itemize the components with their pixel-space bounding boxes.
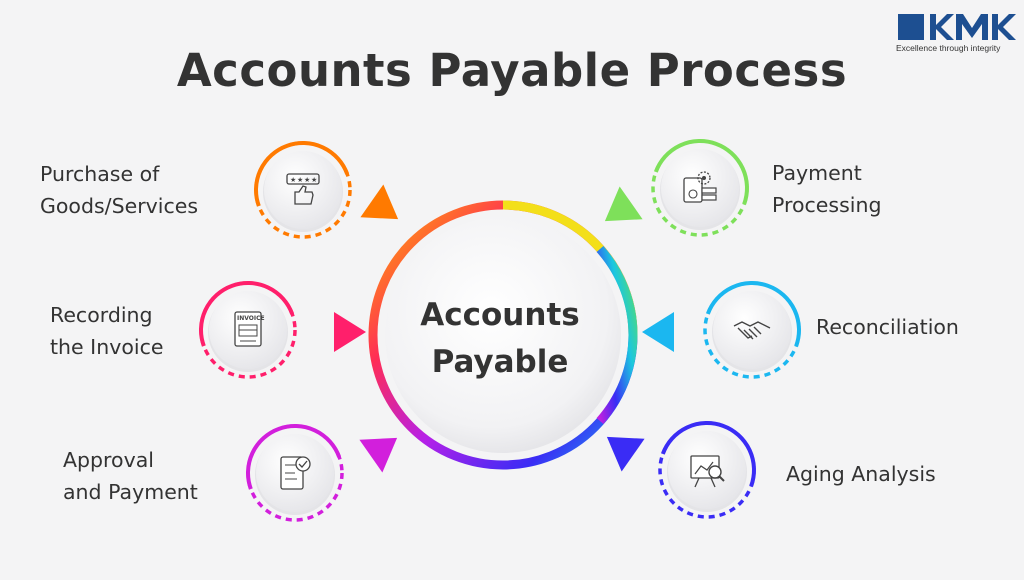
center-node [368,200,638,470]
step-label-line2: and Payment [63,480,198,504]
step-node-3 [246,424,344,522]
step-node-2: INVOICE [199,281,297,379]
center-disc [385,217,621,453]
svg-text:★: ★ [297,176,303,184]
logo-m [956,14,988,40]
approved-receipt-icon [280,456,311,490]
step-arrow-2 [334,312,366,352]
logo-square [898,14,924,40]
logo-k-left [930,14,954,40]
kmk-logo [898,14,1016,40]
step-arrow-4 [604,186,643,222]
svg-text:★: ★ [304,176,310,184]
arrow-icon [360,184,399,220]
step-label-line2: Processing [772,193,882,217]
step-label-line1: Approval [63,448,154,472]
logo-k-right [992,14,1016,40]
arrow-icon [642,312,674,352]
step-label-line1: Reconciliation [816,315,959,339]
svg-text:★: ★ [311,176,317,184]
step-label-line1: Aging Analysis [786,462,936,486]
svg-text:★: ★ [290,176,296,184]
step-label-aging: Aging Analysis [786,458,936,490]
thumbs-up-rating-icon: ★★★★ [286,173,320,205]
step-ring-solid [660,421,756,487]
step-ring-solid [246,424,342,490]
step-arrow-1 [360,184,399,220]
arrow-icon [606,436,645,472]
arrow-icon [604,186,643,222]
step-label-line2: Goods/Services [40,194,199,218]
step-disc [264,151,342,229]
step-arrow-3 [359,437,398,473]
step-label-line1: Purchase of [40,162,160,186]
step-node-4 [651,139,749,237]
step-label-reconciliation: Reconciliation [816,311,959,343]
step-node-6 [658,421,756,519]
arrow-icon [334,312,366,352]
center-ring-right-arc [596,246,638,424]
arrow-icon [359,437,398,473]
step-label-payment-processing: Payment Processing [772,157,881,221]
step-disc [713,291,791,369]
step-ring-solid [254,141,350,207]
step-nodes: ★★★★INVOICE [199,139,801,522]
step-node-1: ★★★★ [254,141,352,239]
step-ring-solid [653,139,749,205]
step-ring-solid [199,281,295,347]
step-arrow-6 [606,436,645,472]
payment-gear-icon [683,171,717,203]
step-label-line1: Payment [772,161,862,185]
step-label-approval: Approval and Payment [63,444,198,508]
handshake-icon [733,321,771,340]
step-label-purchase: Purchase of Goods/Services [40,158,198,222]
step-label-line1: Recording [50,303,153,327]
svg-text:INVOICE: INVOICE [237,315,265,322]
step-label-line2: the Invoice [50,335,164,359]
analysis-board-icon [690,455,725,488]
step-arrows [334,184,674,473]
step-ring-solid [705,281,801,347]
step-label-recording: Recording the Invoice [50,299,163,363]
page-title: Accounts Payable Process [176,44,848,97]
step-node-5 [703,281,801,379]
logo-tagline: Excellence through integrity [896,43,1001,53]
center-label-line2: Payable [431,344,569,380]
center-label: Accounts Payable [390,292,610,386]
invoice-icon: INVOICE [234,311,265,347]
step-arrow-5 [642,312,674,352]
center-label-line1: Accounts [420,297,580,333]
